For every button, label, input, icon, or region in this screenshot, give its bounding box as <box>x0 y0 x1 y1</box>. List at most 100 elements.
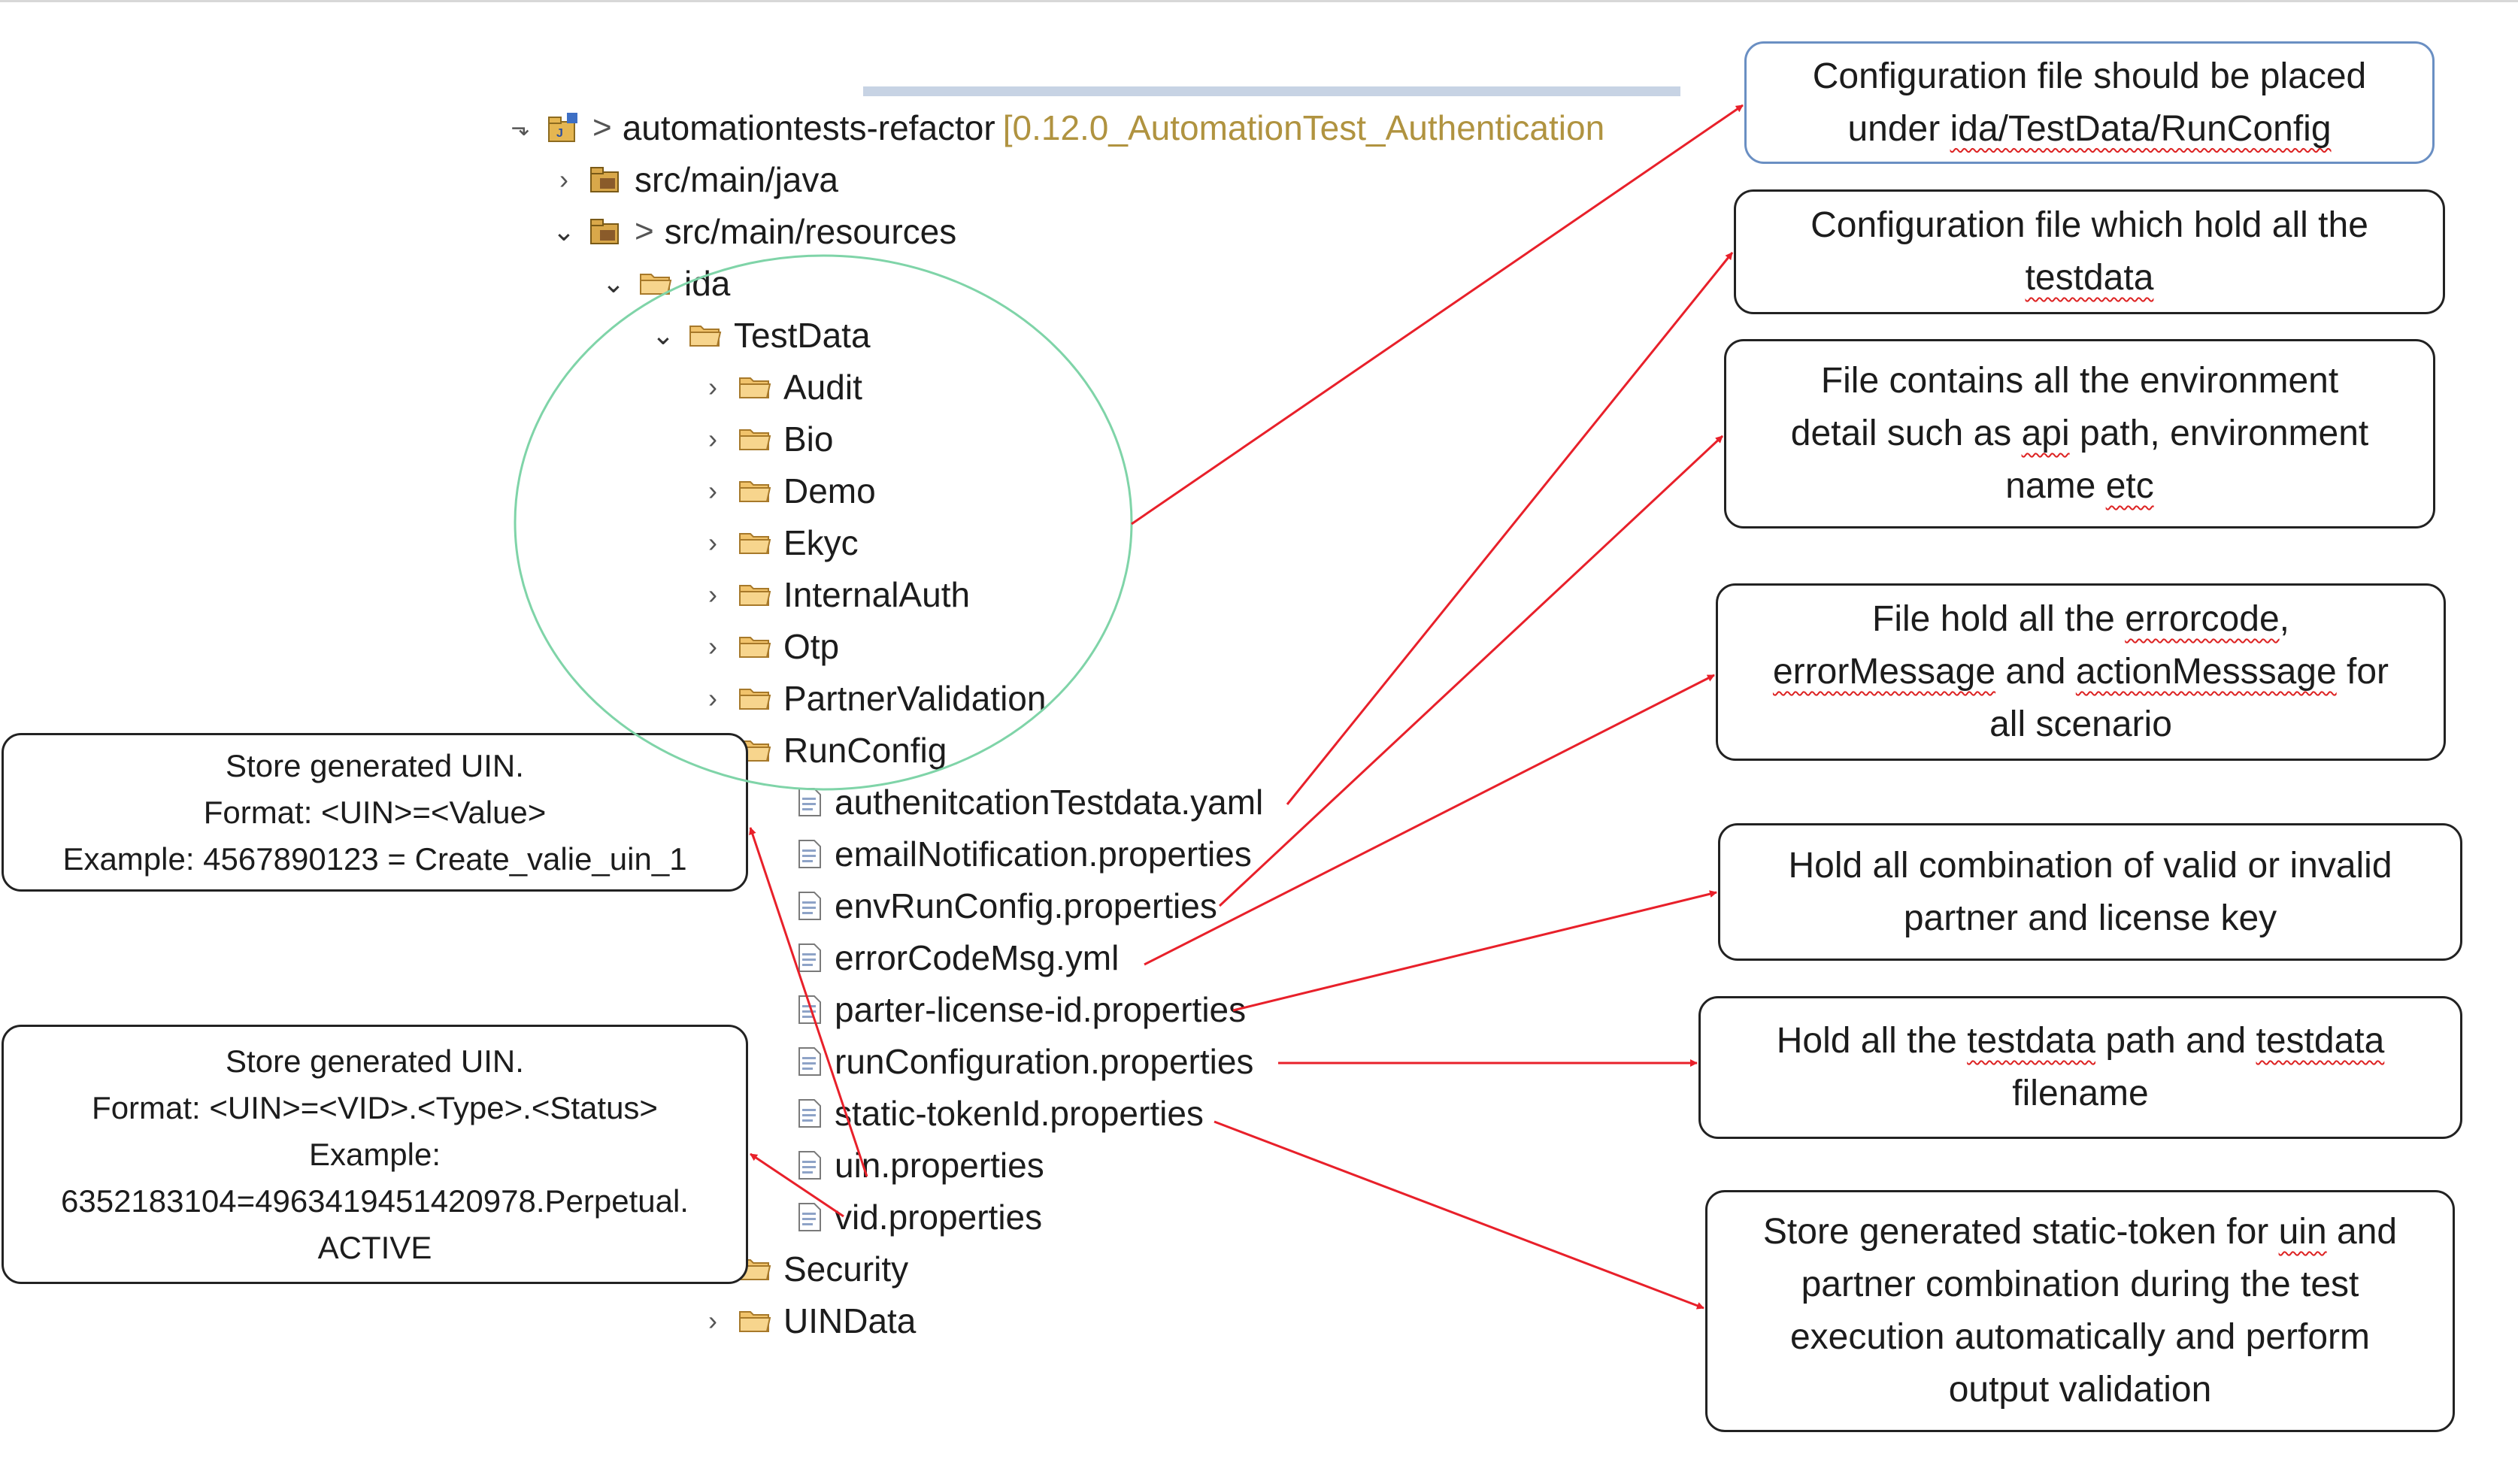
tree-row-src-main-resources[interactable]: ⌄ > src/main/resources <box>549 207 956 256</box>
callout-text: ACTIVE <box>317 1229 432 1265</box>
callout-vid-store: Store generated UIN. Format: <UIN>=<VID>… <box>2 1025 748 1284</box>
tree-row-file[interactable]: envRunConfig.properties <box>797 882 1217 930</box>
folder-icon <box>738 374 771 401</box>
tree-row-file[interactable]: static-tokenId.properties <box>797 1089 1204 1137</box>
git-dirty-marker: > <box>592 109 612 146</box>
runconfig-highlight-ellipse <box>514 254 1133 791</box>
arrow-vid-store <box>750 1152 844 1218</box>
callout-text: Example: <box>308 1136 441 1172</box>
chevron-right-icon[interactable]: › <box>708 579 717 610</box>
callout-text: 6352183104=4963419451420978.Perpetual. <box>61 1183 689 1219</box>
callout-static-token: Store generated static-token for uin and… <box>1705 1190 2455 1432</box>
tree-label: parter-license-id.properties <box>835 990 1247 1029</box>
tree-row-file[interactable]: authenitcationTestdata.yaml <box>797 778 1263 826</box>
tree-row-testdata[interactable]: ⌄ TestData <box>648 311 871 359</box>
callout-text: ida/TestData/RunConfig <box>1950 108 2332 149</box>
chevron-right-icon[interactable]: › <box>708 1305 717 1336</box>
git-dirty-marker: > <box>635 213 654 250</box>
folder-icon <box>689 322 722 349</box>
callout-text: , <box>2279 599 2289 639</box>
callout-partner-license: Hold all combination of valid or invalid… <box>1718 823 2462 961</box>
folder-icon <box>738 477 771 504</box>
callout-text: Format: <UIN>=<VID>.<Type>.<Status> <box>92 1089 658 1125</box>
tree-label: errorCodeMsg.yml <box>835 938 1120 977</box>
collapse-icon[interactable]: ⬎ <box>511 115 530 141</box>
tree-label: TestData <box>734 316 871 355</box>
tree-label: static-tokenId.properties <box>835 1094 1204 1133</box>
chevron-right-icon[interactable]: › <box>708 631 717 662</box>
callout-text: Example: 4567890123 = Create_valie_uin_1 <box>62 840 687 877</box>
tree-row-folder[interactable]: › Otp <box>698 622 839 671</box>
tree-label: emailNotification.properties <box>835 834 1252 874</box>
tree-label: Audit <box>783 368 862 407</box>
project-name: automationtests-refactor <box>622 108 995 147</box>
callout-env-detail: File contains all the environment detail… <box>1724 339 2435 528</box>
chevron-down-icon[interactable]: ⌄ <box>601 268 626 298</box>
arrow-env-detail <box>1218 435 1724 907</box>
chevron-right-icon[interactable]: › <box>559 164 568 195</box>
tree-row-ida[interactable]: ⌄ ida <box>598 259 730 307</box>
tree-row-project[interactable]: ⬎ J > automationtests-refactor [0.12.0_A… <box>505 104 1604 152</box>
tree-row-folder[interactable]: › Ekyc <box>698 519 859 567</box>
svg-text:J: J <box>556 127 563 140</box>
tree-label: vid.properties <box>835 1198 1043 1237</box>
callout-text: filename <box>2012 1074 2149 1113</box>
tree-row-file[interactable]: uin.properties <box>797 1141 1044 1189</box>
tree-row-src-main-java[interactable]: › src/main/java <box>549 156 838 204</box>
callout-text: all scenario <box>1989 704 2172 744</box>
chevron-down-icon[interactable]: ⌄ <box>552 216 576 247</box>
tree-row-file[interactable]: vid.properties <box>797 1193 1042 1241</box>
tree-row-folder[interactable]: › InternalAuth <box>698 571 970 619</box>
tree-row-folder[interactable]: › Audit <box>698 363 862 411</box>
tree-row-file[interactable]: emailNotification.properties <box>797 830 1252 878</box>
callout-text: Configuration file should be placed <box>1812 56 2367 96</box>
arrow-testdata-config <box>1286 252 1734 805</box>
chevron-down-icon[interactable]: ⌄ <box>651 320 675 350</box>
tree-row-folder[interactable]: › Demo <box>698 467 876 515</box>
project-branch: [0.12.0_AutomationTest_Authentication <box>1002 108 1605 147</box>
callout-text: File contains all the environment <box>1820 361 2339 401</box>
callout-testdata-config: Configuration file which hold all the te… <box>1734 189 2445 314</box>
tree-row-file[interactable]: runConfiguration.properties <box>797 1037 1253 1086</box>
properties-file-icon <box>797 1098 823 1128</box>
chevron-right-icon[interactable]: › <box>708 371 717 402</box>
callout-text: testdata <box>2025 258 2154 298</box>
callout-text: under <box>1847 108 1950 149</box>
callout-text: etc <box>2105 466 2154 506</box>
callout-text: and <box>1995 652 2076 692</box>
tree-label: src/main/resources <box>664 212 957 251</box>
tree-row-file[interactable]: parter-license-id.properties <box>797 986 1246 1034</box>
arrow-errorcode <box>1144 674 1715 966</box>
callout-text: name <box>2005 466 2106 506</box>
arrow-static-token <box>1214 1120 1704 1310</box>
properties-file-icon <box>797 1202 823 1232</box>
folder-icon <box>639 270 672 297</box>
chevron-right-icon[interactable]: › <box>708 475 717 506</box>
folder-icon <box>738 581 771 608</box>
callout-text: uin <box>2278 1212 2327 1252</box>
tree-row-folder[interactable]: › PartnerValidation <box>698 674 1046 722</box>
callout-text: Format: <UIN>=<Value> <box>203 794 547 830</box>
tree-label: UINData <box>783 1301 917 1340</box>
tree-row-file[interactable]: errorCodeMsg.yml <box>797 934 1119 982</box>
tree-row-folder[interactable]: › Bio <box>698 415 833 463</box>
tree-label: InternalAuth <box>783 575 971 614</box>
horizontal-scrollbar[interactable] <box>863 86 1680 96</box>
callout-text: api <box>2021 413 2070 453</box>
callout-text: testdata <box>1967 1021 2095 1061</box>
arrow-uin-store <box>749 827 868 1177</box>
callout-text: path, environment <box>2069 413 2369 453</box>
chevron-right-icon[interactable]: › <box>708 527 717 558</box>
chevron-right-icon[interactable]: › <box>708 683 717 713</box>
callout-testdata-path: Hold all the testdata path and testdata … <box>1698 996 2462 1139</box>
folder-icon <box>738 685 771 712</box>
properties-file-icon <box>797 1150 823 1180</box>
callout-text: Hold all the <box>1776 1021 1968 1061</box>
tree-label: Otp <box>783 627 840 666</box>
tree-label: RunConfig <box>783 731 947 770</box>
callout-text: Configuration file which hold all the <box>1810 205 2368 245</box>
chevron-right-icon[interactable]: › <box>708 423 717 454</box>
tree-row-folder[interactable]: › UINData <box>698 1297 916 1345</box>
callout-text: partner combination during the test <box>1801 1264 2359 1304</box>
